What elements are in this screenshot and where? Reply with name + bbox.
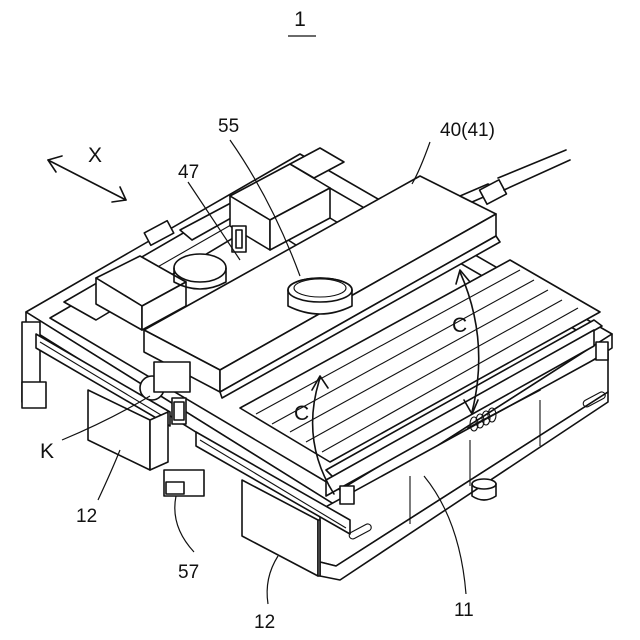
label-47: 47 xyxy=(178,162,199,183)
label-x: X xyxy=(88,144,102,167)
label-11: 11 xyxy=(454,600,474,621)
label-57: 57 xyxy=(178,562,199,583)
label-40: 40(41) xyxy=(440,120,495,141)
drive-shaft xyxy=(480,150,570,204)
figure-number: 1 xyxy=(294,8,306,31)
label-12-bottom: 12 xyxy=(254,612,275,633)
label-k: K xyxy=(40,440,54,463)
label-55: 55 xyxy=(218,116,239,137)
x-direction-arrow xyxy=(48,156,126,202)
label-c-right: C xyxy=(452,314,467,337)
bracket-57 xyxy=(164,470,204,496)
label-12-left: 12 xyxy=(76,506,97,527)
label-c-left: C xyxy=(294,402,309,425)
cup-55 xyxy=(288,278,352,314)
